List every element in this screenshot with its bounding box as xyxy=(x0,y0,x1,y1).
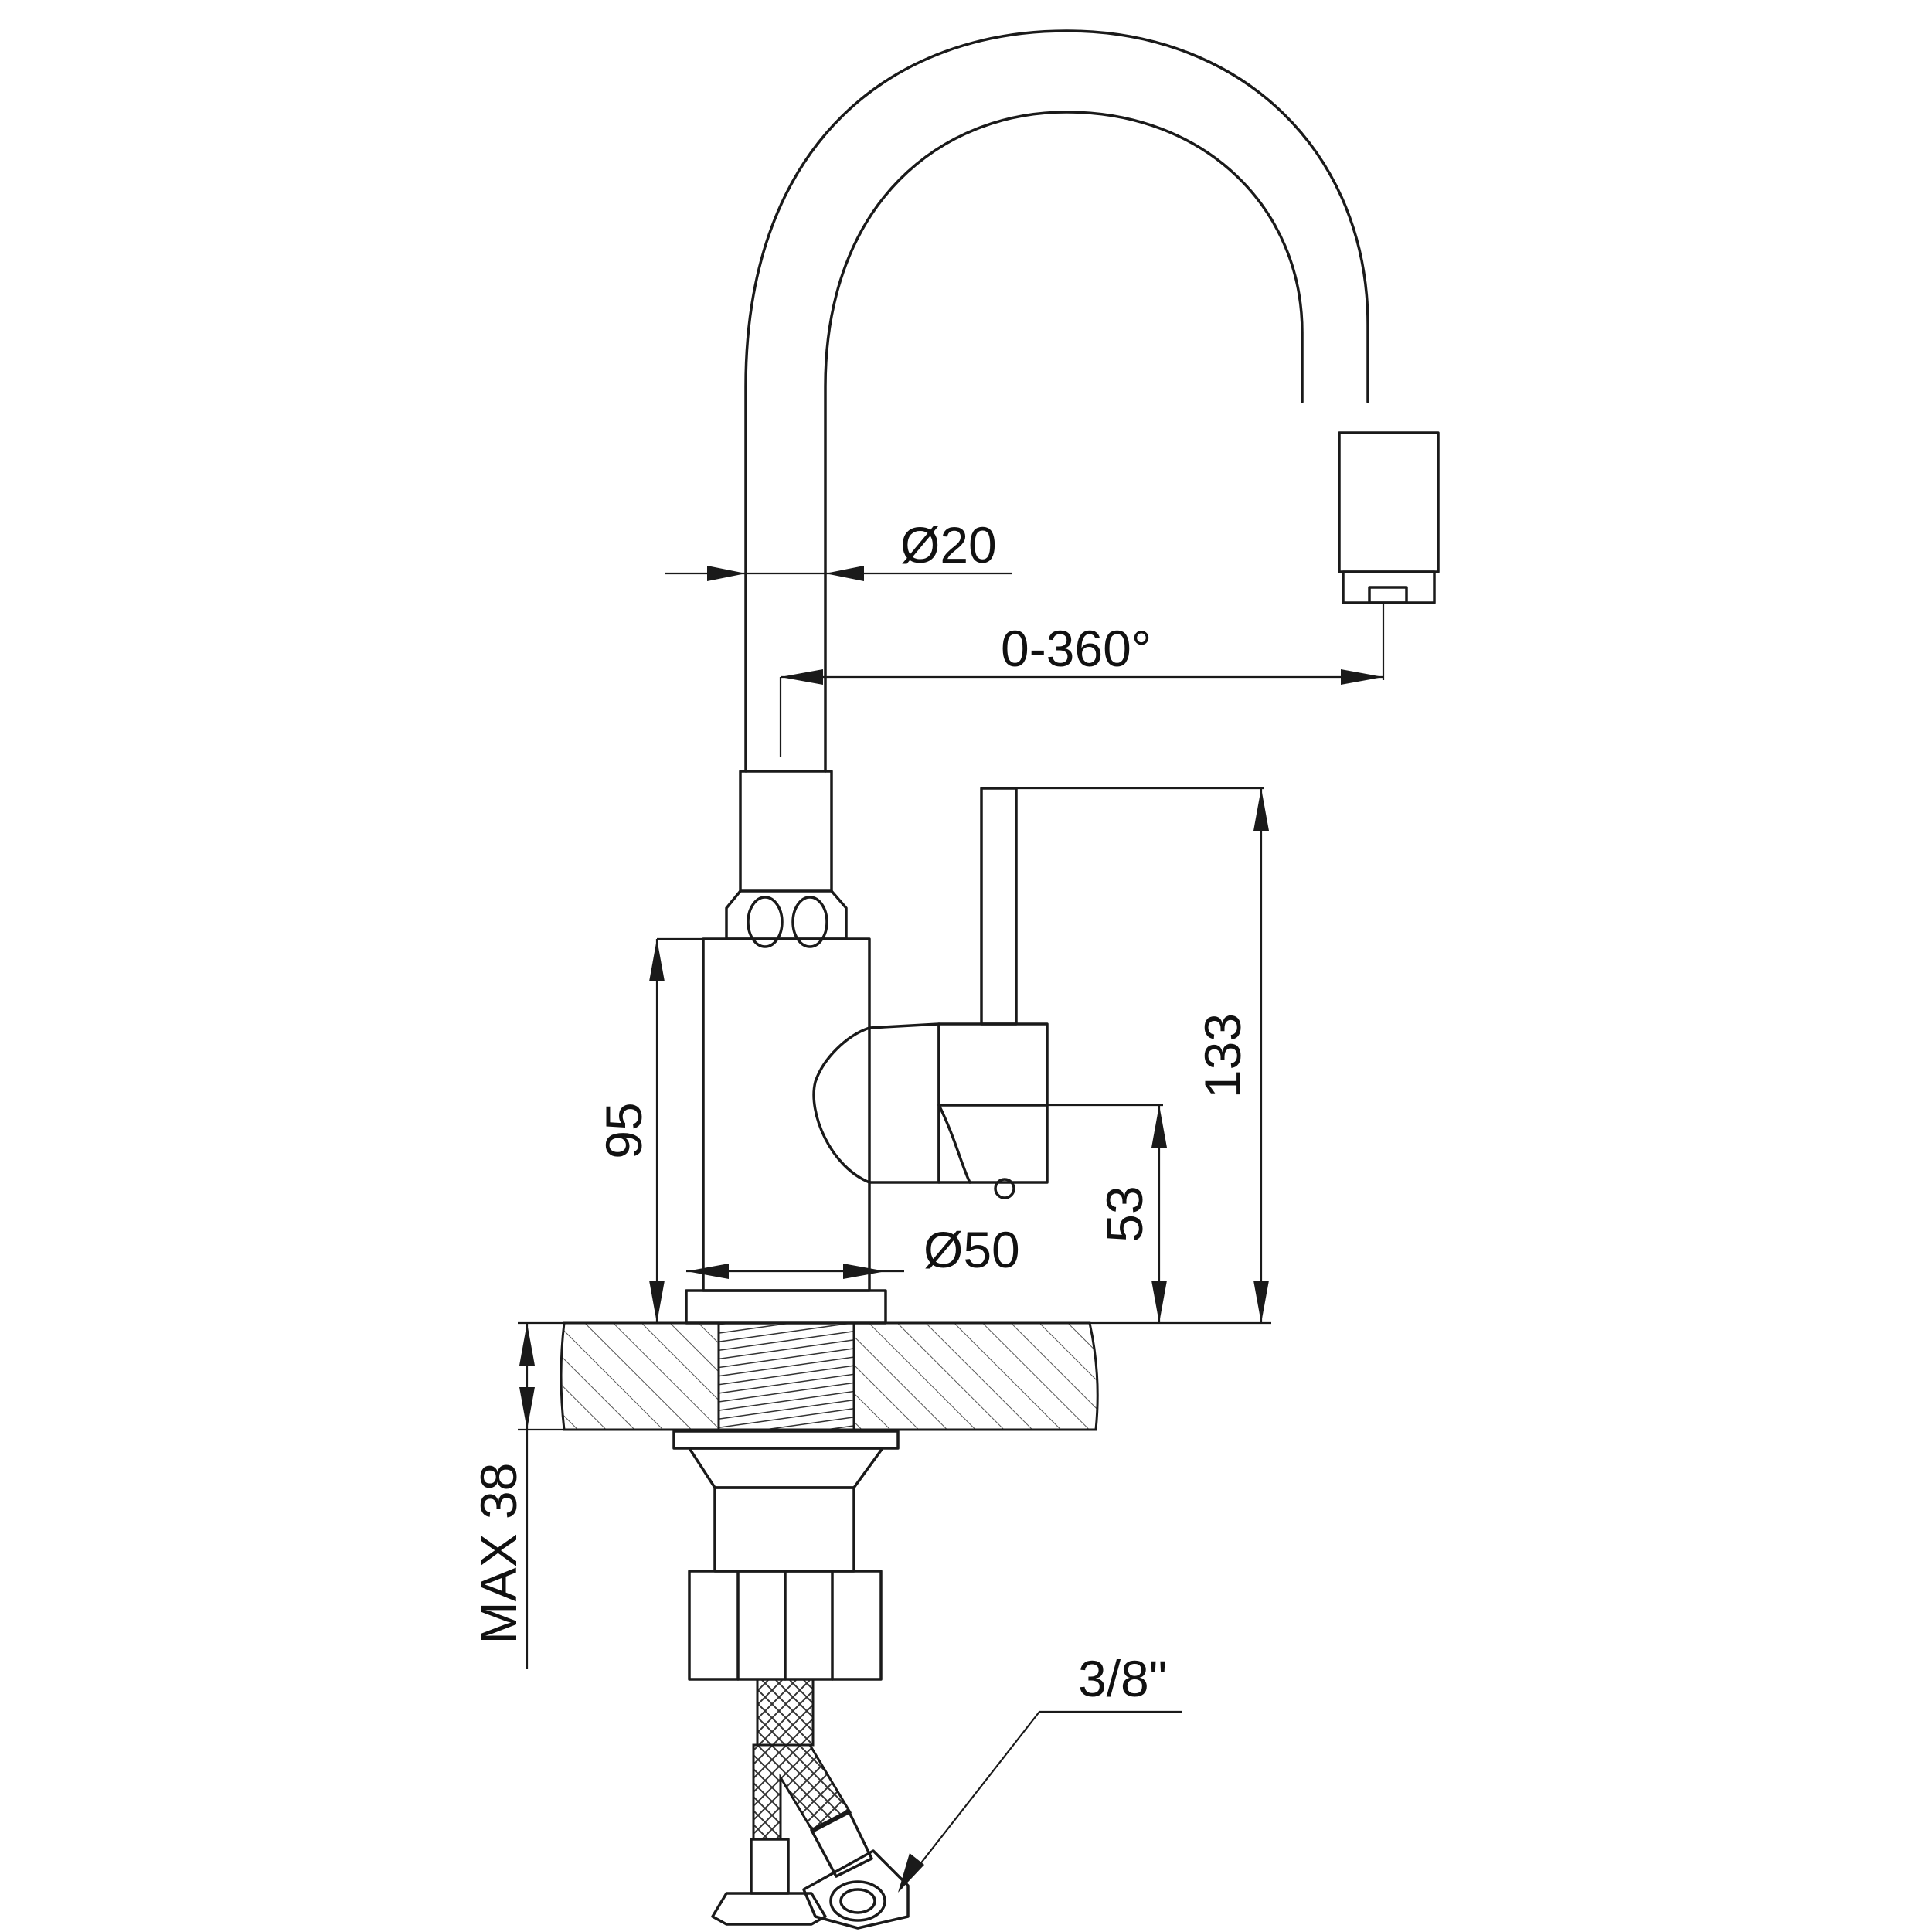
max-countertop-label: MAX 38 xyxy=(470,1463,527,1645)
swivel-collar xyxy=(739,770,833,893)
locking-washer xyxy=(672,1430,900,1450)
arrowhead xyxy=(707,566,746,581)
body-height-label: 95 xyxy=(595,1102,652,1158)
handle-joint xyxy=(812,1022,940,1184)
hose-ferrule-right xyxy=(810,1809,873,1878)
threaded-shank xyxy=(717,1321,855,1431)
lever-stem xyxy=(980,787,1018,1026)
base-flange xyxy=(685,1289,887,1325)
arrowhead xyxy=(843,1264,886,1279)
spout-inner-edge xyxy=(824,111,1304,773)
spout xyxy=(744,29,1440,773)
collar-hole-right xyxy=(791,896,828,948)
aerator-housing xyxy=(1338,431,1440,573)
collar-neck xyxy=(725,889,848,940)
fixing-nut-taper xyxy=(688,1447,884,1489)
arrowhead xyxy=(1253,1281,1269,1323)
handle-hub xyxy=(937,1022,1049,1184)
arrowhead xyxy=(898,1853,924,1893)
spout-diameter-label: Ø20 xyxy=(900,516,997,573)
braided-hose-lower xyxy=(752,1743,852,1841)
under-counter-fittings xyxy=(672,1430,910,1930)
arrowhead xyxy=(649,939,665,981)
hose-nut-right xyxy=(802,1849,910,1930)
hose-thread-label: 3/8" xyxy=(1078,1650,1167,1707)
arrowhead xyxy=(519,1323,535,1366)
collar-hole-left xyxy=(747,896,784,948)
countertop-left xyxy=(560,1321,720,1431)
arrowhead xyxy=(1151,1105,1167,1148)
dimension-labels: Ø20 0-360° 133 95 53 Ø50 MAX 38 3/8" xyxy=(470,516,1251,1707)
outlet-height-label: 53 xyxy=(1096,1185,1153,1242)
hose-nut-bore-inner xyxy=(839,1888,876,1914)
braided-hose-upper xyxy=(756,1678,815,1747)
aerator-outlet xyxy=(1368,586,1408,604)
arrowhead xyxy=(1151,1281,1167,1323)
hose-nut-bore xyxy=(829,1880,886,1922)
arrowhead xyxy=(825,566,864,581)
handle-screw xyxy=(994,1178,1015,1199)
handle-hub-bevel xyxy=(937,1104,1049,1184)
arrowhead xyxy=(649,1281,665,1323)
arrowhead xyxy=(519,1387,535,1430)
swivel-angle-label: 0-360° xyxy=(1001,620,1151,677)
main-body xyxy=(702,937,871,1292)
lever-handle xyxy=(812,787,1049,1199)
spout-outer-edge xyxy=(744,29,1369,773)
arrowhead xyxy=(1341,669,1383,685)
countertop-section xyxy=(560,1321,1099,1431)
arrowhead xyxy=(1253,788,1269,831)
total-height-label: 133 xyxy=(1194,1013,1251,1098)
hose-ferrule-left xyxy=(750,1838,790,1895)
arrowhead xyxy=(781,669,823,685)
dimension-lines xyxy=(518,566,1385,1893)
base-diameter-label: Ø50 xyxy=(923,1221,1020,1278)
hose-nut-left xyxy=(711,1892,827,1926)
arrowhead xyxy=(686,1264,729,1279)
faucet-body xyxy=(685,770,887,1325)
fixing-nut-body xyxy=(713,1486,855,1573)
countertop-right xyxy=(852,1321,1099,1431)
